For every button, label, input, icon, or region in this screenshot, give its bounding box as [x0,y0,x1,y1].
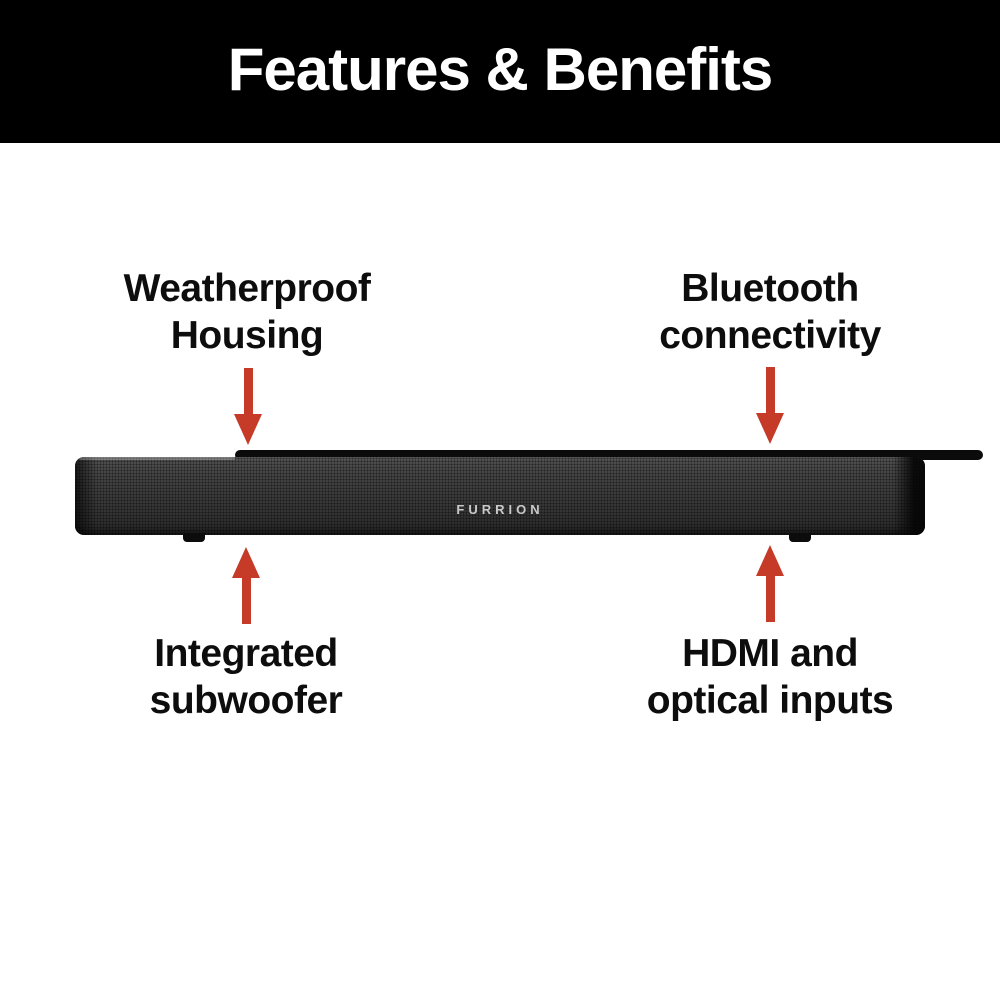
callout-label-line: connectivity [659,314,881,357]
soundbar-top-highlight [79,457,235,460]
soundbar-grille: FURRION [75,457,925,535]
arrow-down-icon [234,368,262,445]
arrow-up-icon [232,547,260,624]
arrow-head [756,413,784,444]
arrow-up-icon [756,545,784,622]
arrow-shaft [243,368,253,414]
arrow-shaft [241,578,251,624]
arrow-head [232,547,260,578]
callout-label-line: Housing [170,314,324,357]
callout-integrated-subwoofer: Integrated subwoofer [26,630,466,724]
callout-label-line: Integrated [154,632,338,675]
soundbar-product-image: FURRION [75,449,983,545]
soundbar-foot-left [183,533,205,542]
callout-label-line: Weatherproof [123,267,371,310]
callout-bluetooth-connectivity: Bluetooth connectivity [550,265,990,359]
arrow-head [234,414,262,445]
header-band: Features & Benefits [0,0,1000,143]
soundbar-right-end-cap [893,457,925,535]
callout-label-line: optical inputs [646,679,894,722]
callout-label-line: subwoofer [149,679,343,722]
soundbar-foot-right [789,533,811,542]
arrow-shaft [765,367,775,413]
callout-label-line: Bluetooth [681,267,859,310]
page-title: Features & Benefits [227,36,773,103]
arrow-shaft [765,576,775,622]
arrow-head [756,545,784,576]
brand-logo: FURRION [456,502,544,517]
soundbar-left-edge-shade [75,457,97,535]
arrow-down-icon [756,367,784,444]
soundbar-top-edge [235,450,983,460]
callout-weatherproof-housing: Weatherproof Housing [27,265,467,359]
callout-hdmi-optical-inputs: HDMI and optical inputs [550,630,990,724]
callout-label-line: HDMI and [682,632,858,675]
